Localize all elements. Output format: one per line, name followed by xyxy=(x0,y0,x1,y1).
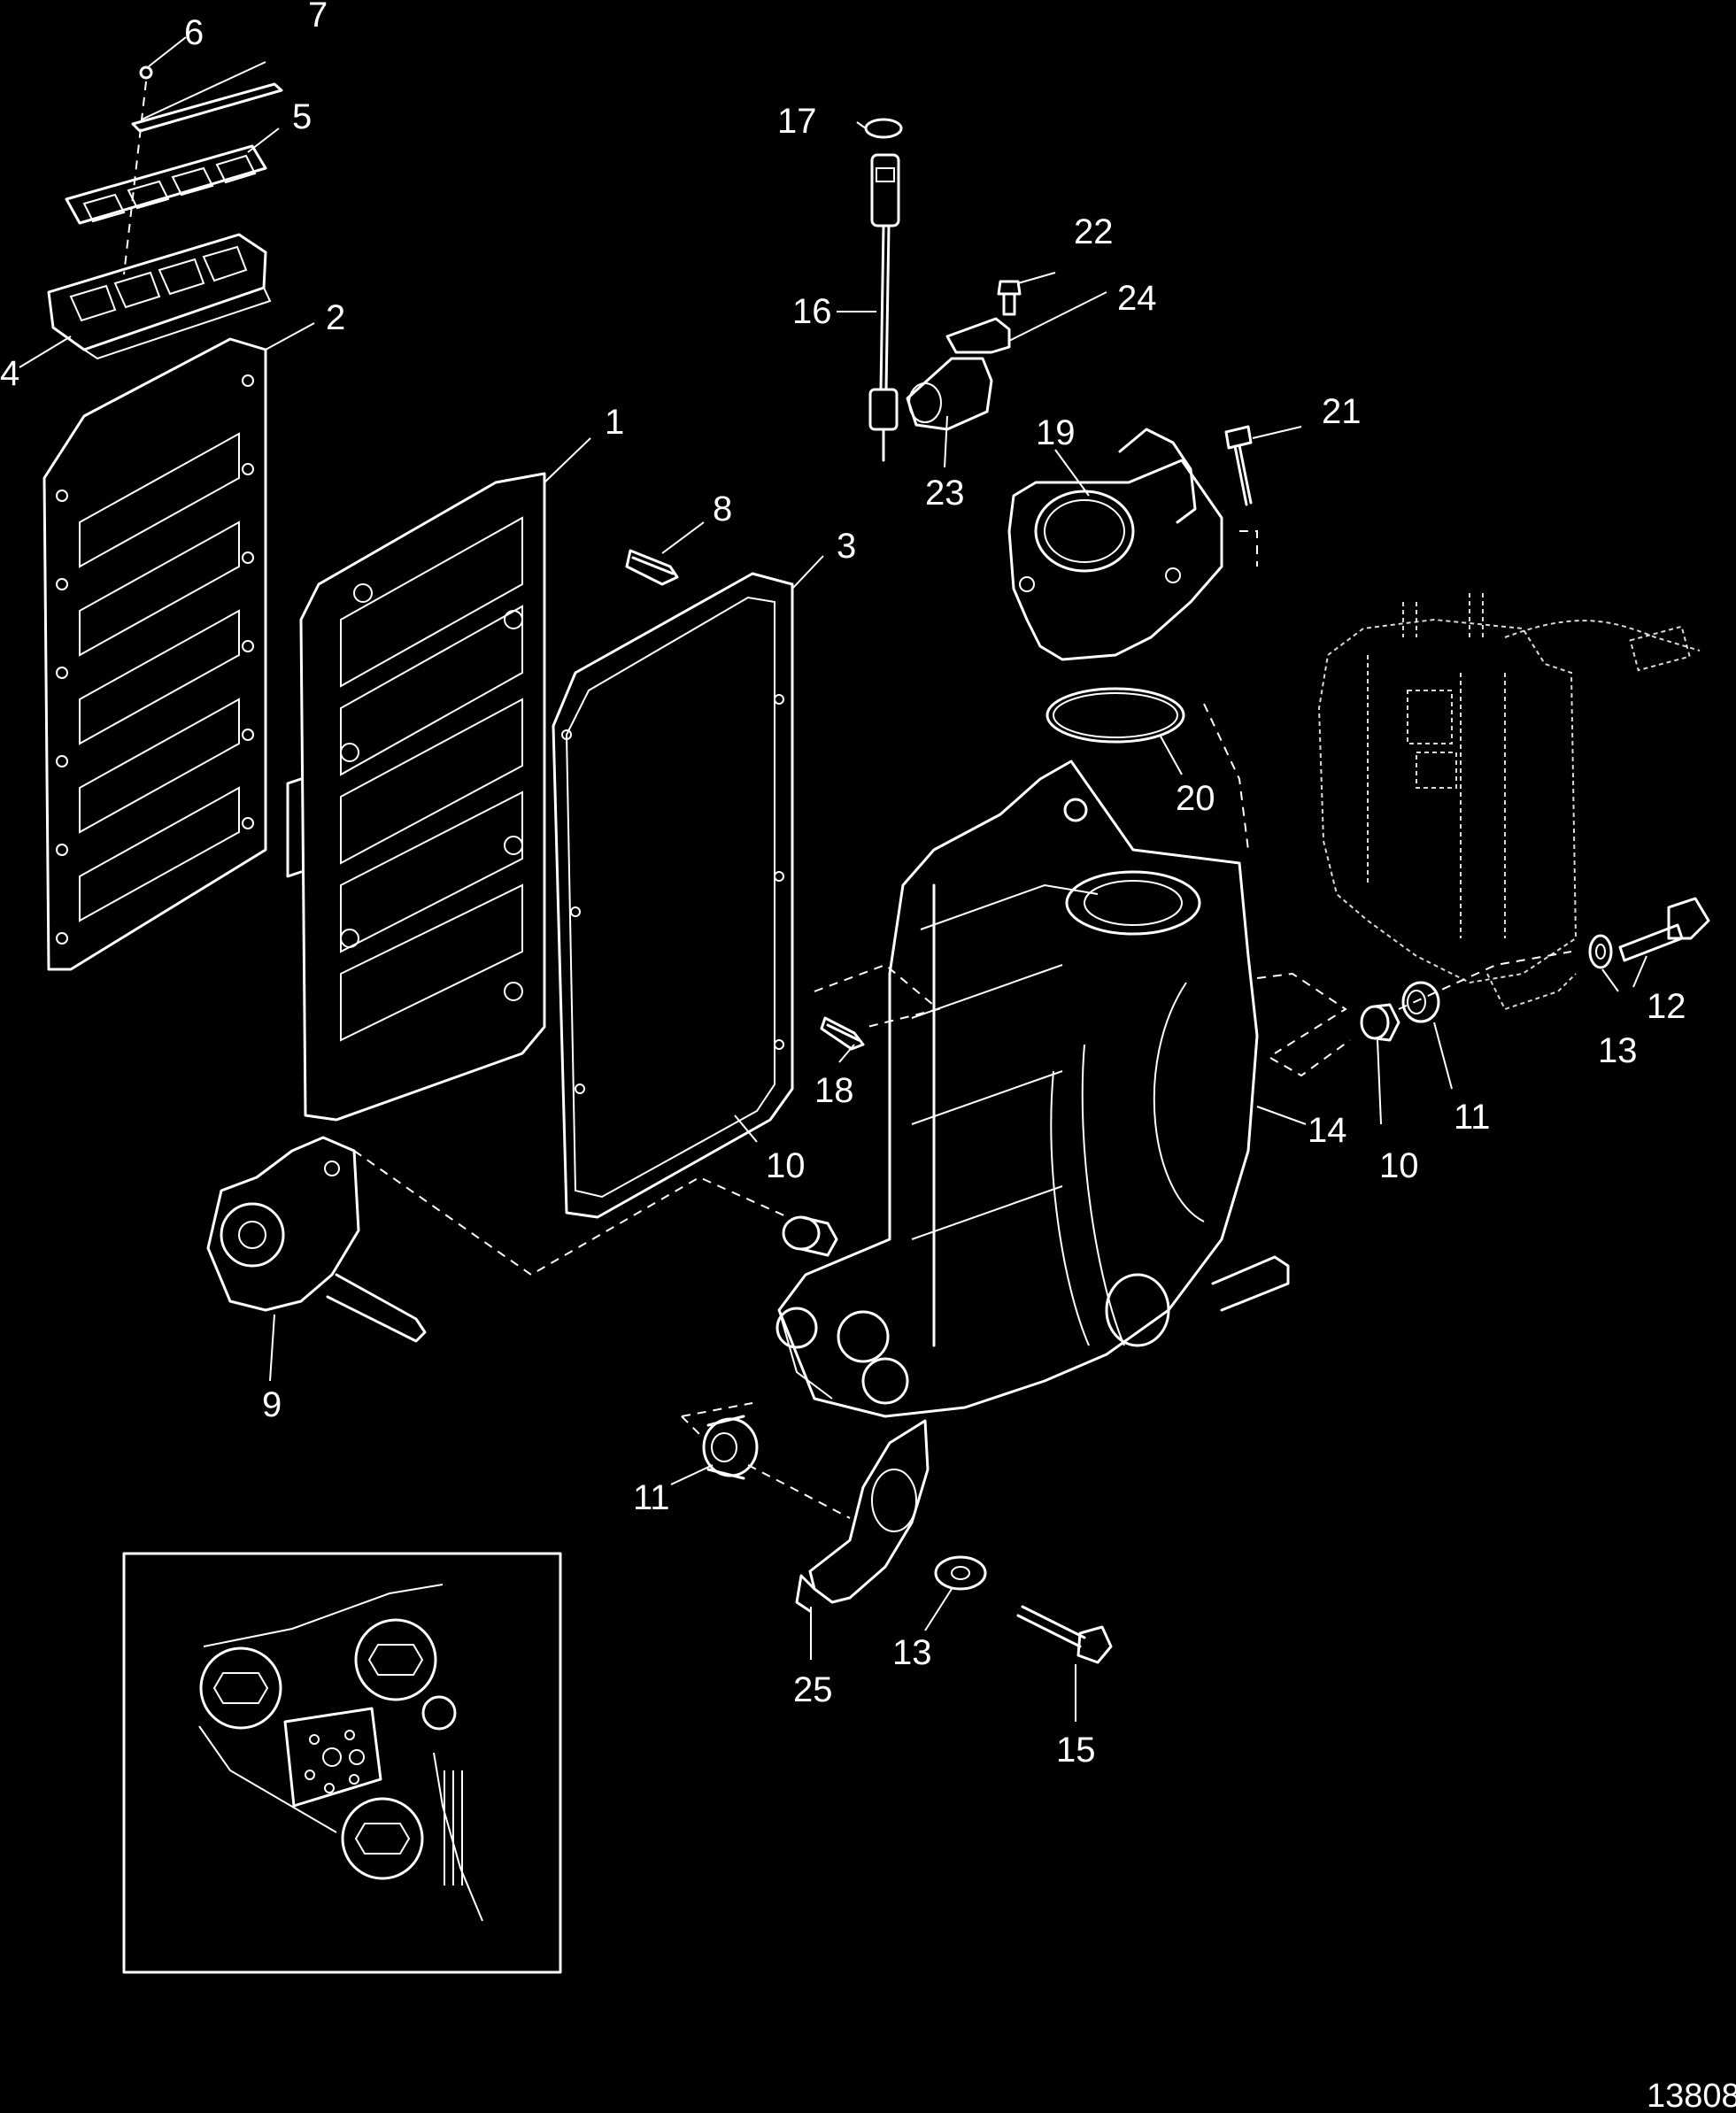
callout-23: 23 xyxy=(925,474,965,513)
mounting-bracket xyxy=(795,1419,930,1613)
sensor-o-ring xyxy=(864,118,903,139)
reed-block-gasket xyxy=(42,337,267,971)
bushing-10-right xyxy=(1360,1003,1400,1042)
callout-6: 6 xyxy=(184,13,204,52)
plate-screw xyxy=(625,549,679,586)
throttle-body-screw xyxy=(1224,425,1253,506)
fuel-pump-assembly xyxy=(206,1136,427,1343)
callout-7: 7 xyxy=(308,0,328,35)
callout-12: 12 xyxy=(1647,987,1686,1026)
screw-18 xyxy=(820,1016,865,1051)
callout-22: 22 xyxy=(1074,212,1114,251)
vapor-separator-phantom xyxy=(1317,593,1701,1011)
callout-19: 19 xyxy=(1036,413,1076,452)
callout-2: 2 xyxy=(326,298,345,337)
bushing-10-left xyxy=(782,1215,838,1257)
grommet-11-bottom xyxy=(702,1415,759,1480)
reed-block xyxy=(47,233,272,360)
callout-14: 14 xyxy=(1308,1111,1347,1150)
callout-13-right: 13 xyxy=(1598,1031,1638,1070)
callout-25: 25 xyxy=(793,1670,833,1709)
reed-petals xyxy=(65,144,267,225)
bolt-15 xyxy=(1016,1605,1113,1664)
callout-16: 16 xyxy=(792,292,832,331)
screw-12 xyxy=(1618,897,1710,962)
callout-17: 17 xyxy=(777,102,817,141)
reed-stop-plate xyxy=(131,82,283,133)
plenum-gasket xyxy=(552,572,794,1219)
callout-labels: 1 2 3 4 5 6 7 8 9 10 10 11 11 12 13 13 1… xyxy=(0,0,1686,1770)
callout-10-right: 10 xyxy=(1379,1146,1419,1185)
figure-number: 13808 xyxy=(1647,2078,1736,2113)
adaptor-plate xyxy=(286,472,546,1122)
leader-lines xyxy=(19,36,1647,1722)
intake-manifold xyxy=(775,760,1290,1418)
grommet-11-right xyxy=(1401,981,1440,1023)
callout-4: 4 xyxy=(0,354,19,393)
callout-24: 24 xyxy=(1117,279,1157,318)
throttle-body-o-ring xyxy=(1045,687,1185,744)
callout-3: 3 xyxy=(837,527,856,566)
callout-1: 1 xyxy=(605,403,624,442)
tps-sensor xyxy=(906,357,993,431)
callout-8: 8 xyxy=(713,490,732,528)
assembly-dashed-lines xyxy=(123,81,1572,1519)
callout-18: 18 xyxy=(814,1071,854,1110)
callout-11-right: 11 xyxy=(1454,1098,1491,1137)
bracket-screw xyxy=(997,280,1022,316)
throttle-body xyxy=(1007,428,1223,661)
callout-15: 15 xyxy=(1056,1731,1096,1770)
callout-5: 5 xyxy=(292,97,312,136)
callout-11-bottom: 11 xyxy=(633,1478,670,1517)
callout-9: 9 xyxy=(262,1385,282,1424)
sensor-harness xyxy=(868,153,900,462)
washer-13-right xyxy=(1588,934,1613,969)
callout-20: 20 xyxy=(1176,779,1215,818)
inset-detail-view xyxy=(122,1552,562,1974)
reed-screw xyxy=(139,66,153,80)
sensor-bracket xyxy=(945,317,1011,354)
callout-13-bottom: 13 xyxy=(892,1633,932,1672)
callout-10-left: 10 xyxy=(766,1146,806,1185)
callout-21: 21 xyxy=(1322,392,1362,431)
washer-13-bottom xyxy=(934,1555,987,1591)
